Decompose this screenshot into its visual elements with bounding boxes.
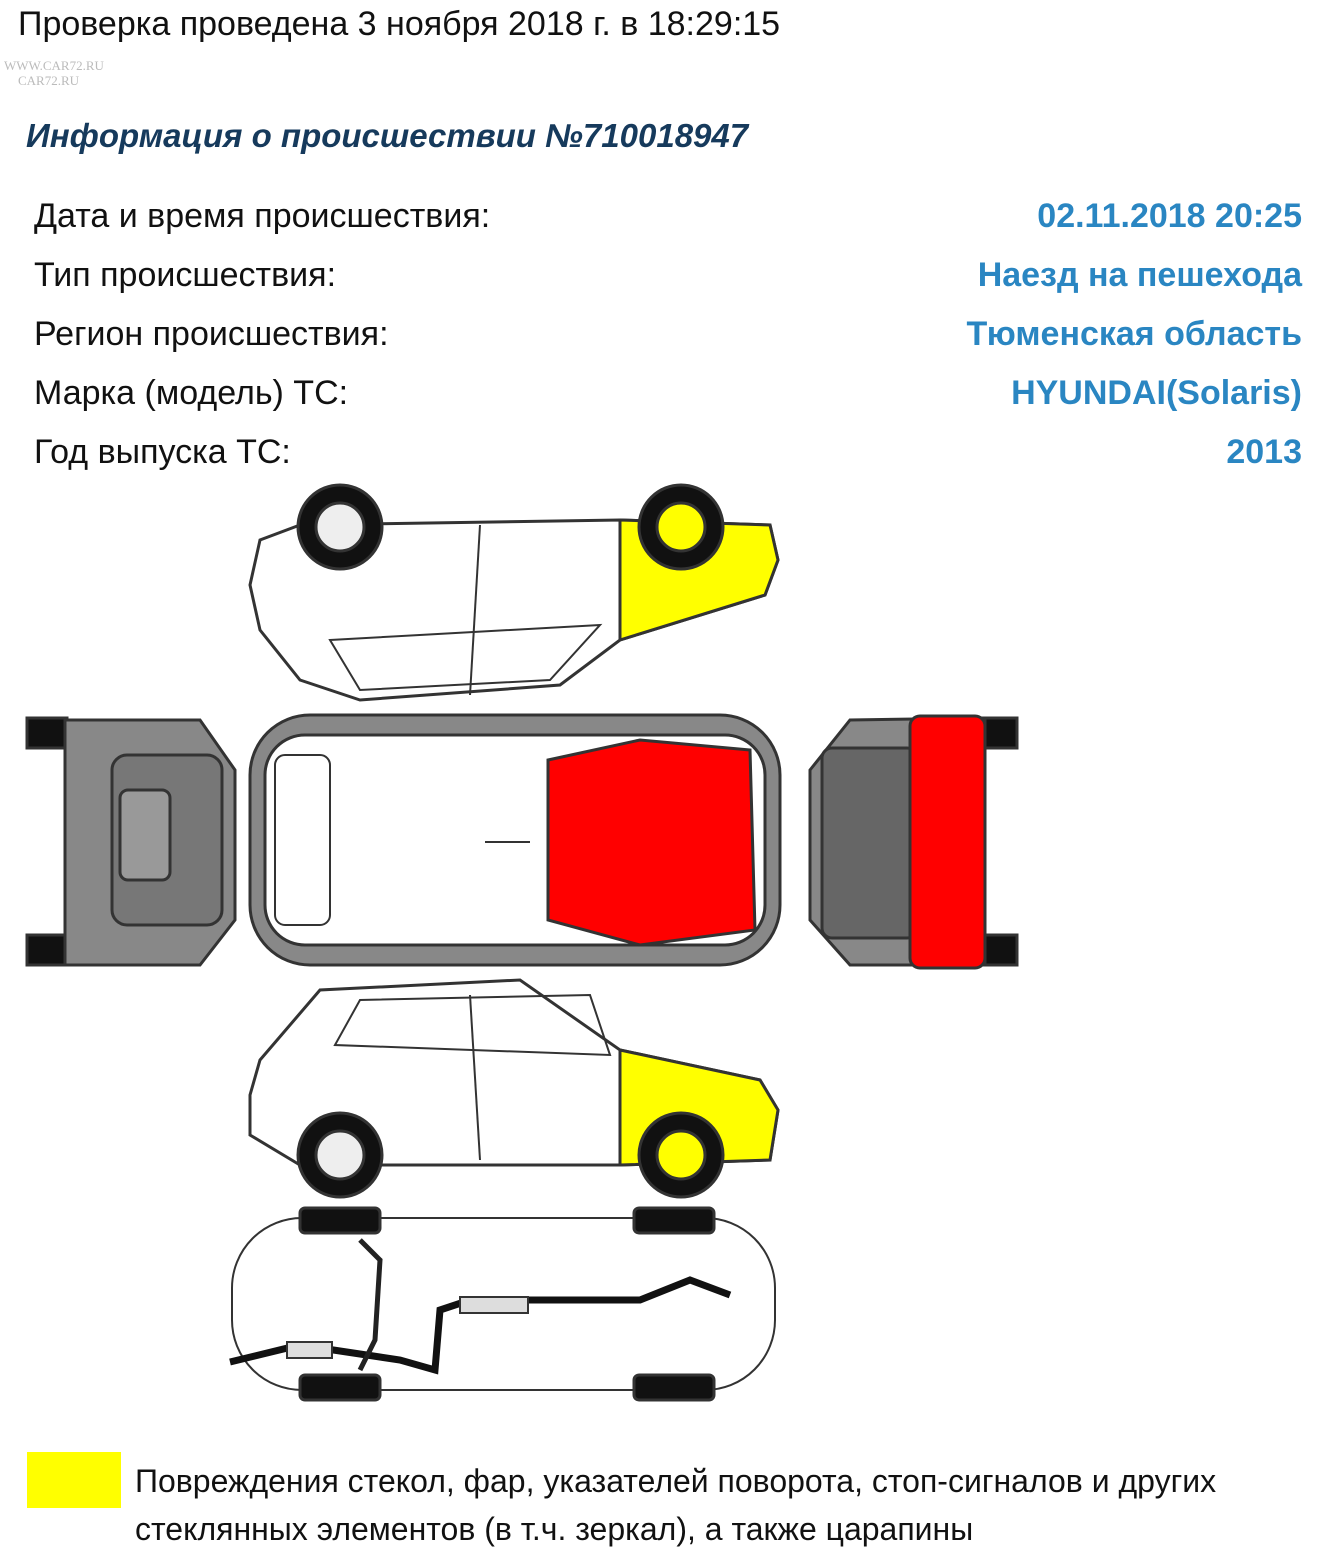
check-timestamp: Проверка проведена 3 ноября 2018 г. в 18… (18, 5, 781, 43)
car-rear-view (25, 716, 237, 967)
info-row-year: Год выпуска ТС:2013 (34, 432, 1302, 471)
incident-heading: Информация о происшествии №710018947 (26, 117, 749, 154)
info-row-date: Дата и время происшествия:02.11.2018 20:… (34, 196, 1302, 235)
info-row-type: Тип происшествия:Наезд на пешехода (34, 255, 1302, 294)
info-row-region: Регион происшествия:Тюменская область (34, 314, 1302, 353)
info-row-model: Марка (модель) ТС:HYUNDAI(Solaris) (34, 373, 1302, 412)
legend-swatch-yellow (27, 1452, 121, 1508)
car-front-view (808, 714, 1019, 970)
car-side-view-left (248, 483, 780, 702)
car-side-view-right (248, 978, 780, 1199)
damage-zone-hood (546, 738, 757, 947)
car-underside-view (229, 1206, 776, 1402)
legend-text-yellow: Повреждения стекол, фар, указателей пово… (135, 1463, 1217, 1547)
car-top-view (248, 713, 782, 967)
damage-zone-front-bumper (908, 714, 987, 970)
damage-diagram (25, 483, 1019, 1402)
